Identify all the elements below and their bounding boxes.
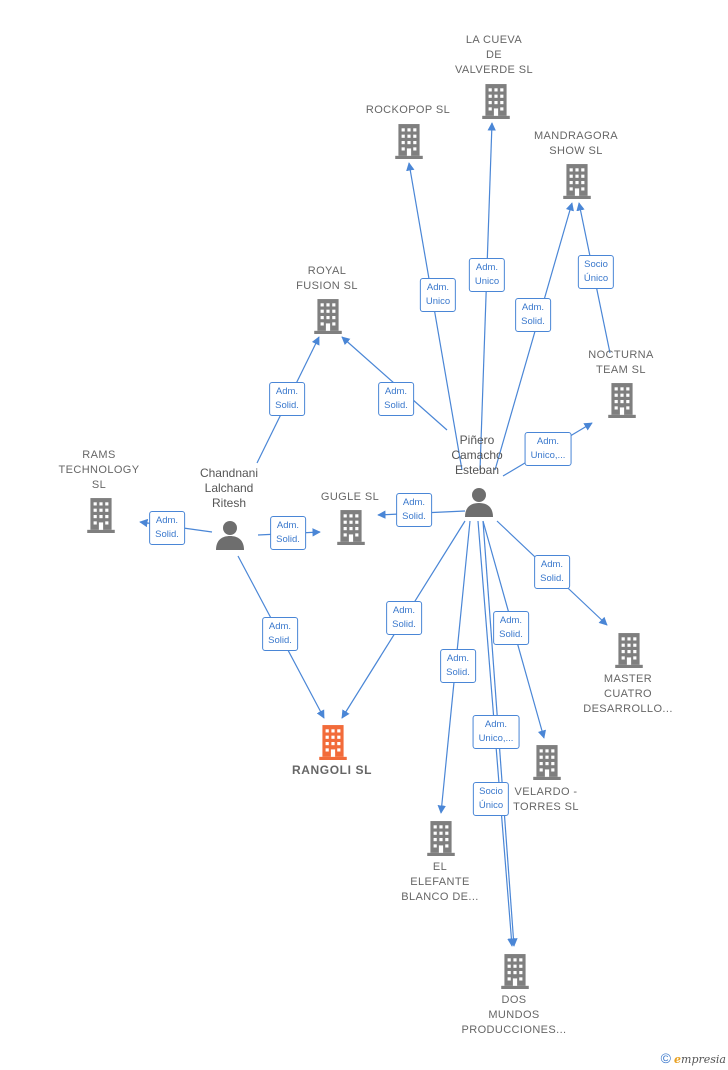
nocturna-building-icon[interactable] (608, 383, 636, 418)
node-label-royal-fusion[interactable]: ROYAL FUSION SL (296, 265, 358, 292)
node-label-chandnani[interactable]: Chandnani Lalchand Ritesh (199, 466, 259, 510)
chandnani-person-icon[interactable] (216, 521, 244, 550)
edge-label-chandnani-to-rangoli[interactable]: Adm. Solid. (262, 617, 298, 651)
node-label-rams[interactable]: RAMS TECHNOLOGY SL (58, 449, 140, 491)
edge-pinero-to-mandragora (494, 202, 574, 471)
copyright-icon: © (660, 1050, 671, 1066)
node-label-elefante[interactable]: EL ELEFANTE BLANCO DE... (401, 861, 479, 903)
node-label-rockopop[interactable]: ROCKOPOP SL (365, 104, 451, 116)
brand-logo: empresia (674, 1053, 726, 1066)
edge-pinero-to-la-cueva (479, 122, 496, 471)
edge-label-pinero-to-rockopop[interactable]: Adm. Unico (419, 278, 457, 312)
edges-layer (139, 122, 611, 947)
edge-label-pinero-to-nocturna[interactable]: Adm. Unico,... (524, 432, 572, 466)
rockopop-building-icon[interactable] (395, 124, 423, 159)
node-label-rangoli[interactable]: RANGOLI SL (292, 763, 372, 777)
node-label-mandragora[interactable]: MANDRAGORA SHOW SL (533, 130, 619, 157)
mandragora-building-icon[interactable] (563, 164, 591, 199)
elefante-building-icon[interactable] (427, 821, 455, 856)
node-label-master[interactable]: MASTER CUATRO DESARROLLO... (583, 673, 673, 715)
edge-label-pinero-to-velardo[interactable]: Adm. Solid. (493, 611, 529, 645)
edge-label-chandnani-to-rams[interactable]: Adm. Solid. (149, 511, 185, 545)
master-building-icon[interactable] (615, 633, 643, 668)
edge-label-pinero-to-rangoli[interactable]: Adm. Solid. (386, 601, 422, 635)
edge-label-chandnani-to-royal-fusion[interactable]: Adm. Solid. (269, 382, 305, 416)
node-label-dos-mundos[interactable]: DOS MUNDOS PRODUCCIONES... (461, 994, 567, 1036)
footer-brand: © empresia (661, 1050, 726, 1066)
node-label-nocturna[interactable]: NOCTURNA TEAM SL (588, 349, 654, 376)
edge-label-pinero-to-master[interactable]: Adm. Solid. (534, 555, 570, 589)
edge-label-pinero-to-la-cueva[interactable]: Adm. Unico (468, 258, 506, 292)
pinero-person-icon[interactable] (465, 488, 493, 517)
velardo-building-icon[interactable] (533, 745, 561, 780)
edge-pinero-to-rockopop (406, 162, 463, 471)
node-label-pinero[interactable]: Piñero Camacho Esteban (451, 433, 503, 477)
edge-label-pinero-to-dos-mundos[interactable]: Adm. Unico,... (472, 715, 520, 749)
dos-mundos-building-icon[interactable] (501, 954, 529, 989)
rangoli-building-icon[interactable] (319, 725, 347, 760)
edge-label-pinero-to-mandragora[interactable]: Adm. Solid. (515, 298, 551, 332)
rams-building-icon[interactable] (87, 498, 115, 533)
gugle-building-icon[interactable] (337, 510, 365, 545)
royal-fusion-building-icon[interactable] (314, 299, 342, 334)
edge-label-pinero-to-royal-fusion[interactable]: Adm. Solid. (378, 382, 414, 416)
la-cueva-building-icon[interactable] (482, 84, 510, 119)
node-label-la-cueva[interactable]: LA CUEVA DE VALVERDE SL (455, 34, 533, 76)
node-label-velardo[interactable]: VELARDO - TORRES SL (513, 786, 579, 813)
edge-label-chandnani-to-gugle[interactable]: Adm. Solid. (270, 516, 306, 550)
node-label-gugle[interactable]: GUGLE SL (320, 491, 380, 503)
edge-label-nocturna-to-mandragora[interactable]: Socio Único (577, 255, 615, 289)
edge-label-pinero-to-dos-mundos[interactable]: Socio Único (472, 782, 510, 816)
edge-label-pinero-to-elefante[interactable]: Adm. Solid. (440, 649, 476, 683)
edge-label-pinero-to-gugle[interactable]: Adm. Solid. (396, 493, 432, 527)
